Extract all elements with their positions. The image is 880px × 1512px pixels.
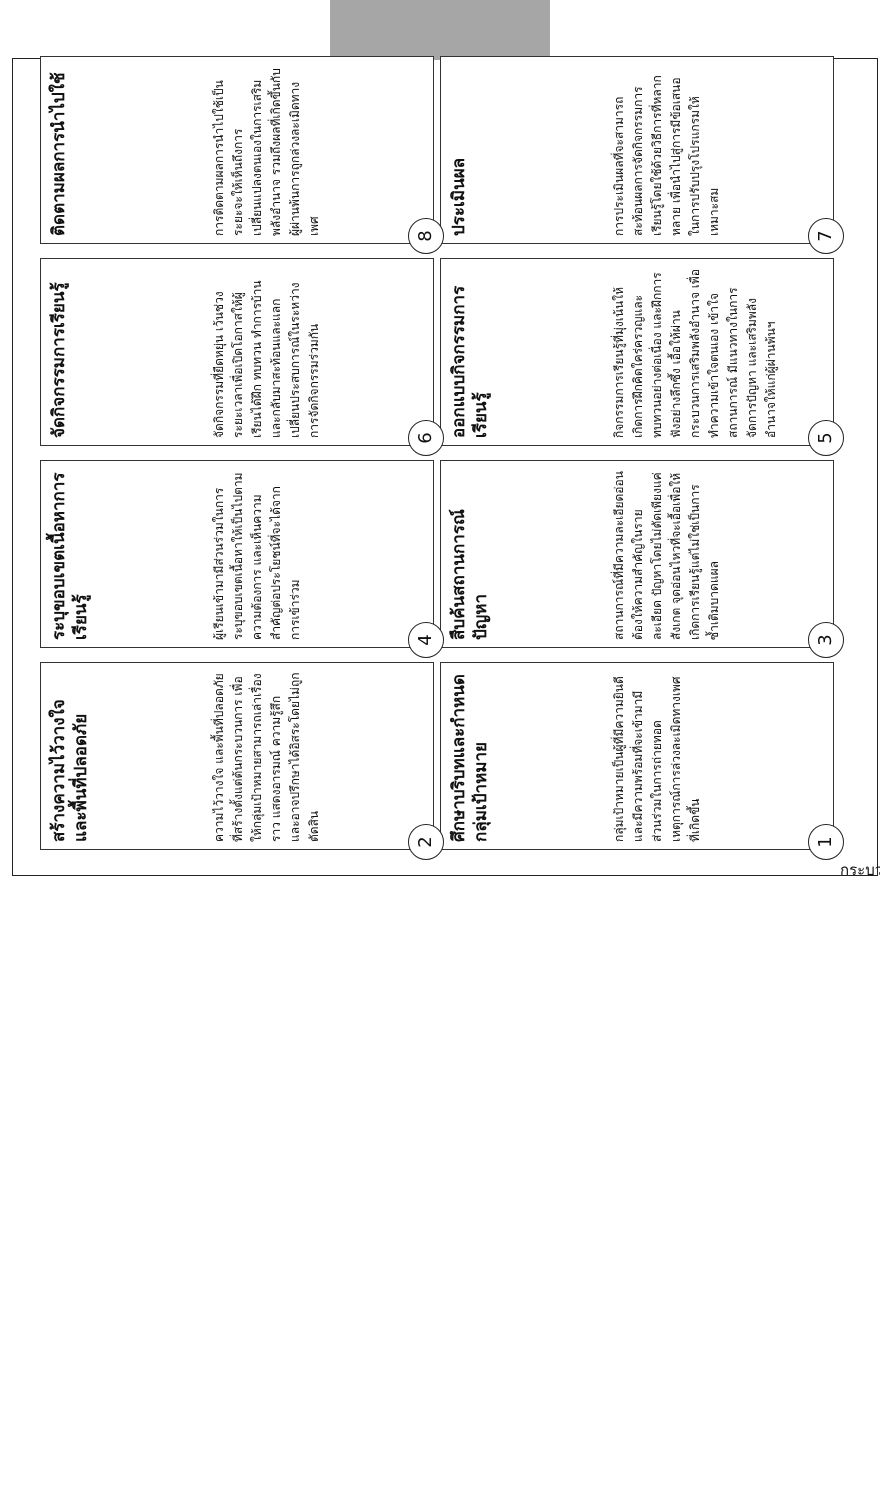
step-5-body: กิจกรรมการเรียนรู้ที่มุ่งเน้นให้เกิดการฝ… [612, 268, 778, 438]
step-7-body: การประเมินผลที่จะสามารถสะท้อนผลการจัดกิจ… [612, 75, 721, 236]
step-7-title: ประเมินผล [449, 157, 469, 236]
step-3-body: สถานการณ์ที่มีความละเอียดอ่อน ต้องให้ควา… [612, 471, 721, 640]
diagram-graphics [240, 0, 640, 60]
step-5-title: ออกแบบกิจกรรมการเรียนรู้ [449, 285, 491, 438]
step-2-number: 2 [408, 824, 444, 860]
step-4-body: ผู้เรียนเข้ามามีส่วนร่วมในการระบุขอบเขตเ… [212, 472, 302, 640]
step-6-number: 6 [408, 420, 444, 456]
step-7-number: 7 [808, 218, 844, 254]
step-3-number: 3 [808, 622, 844, 658]
step-4-title: ระบุขอบเขตเนื้อหาการเรียนรู้ [49, 472, 91, 640]
step-1-title: ศึกษาบริบทและกำหนดกลุ่มเป้าหมาย [449, 674, 491, 842]
step-1-body: กลุ่มเป้าหมายเป็นผู้ที่มีความยินดีและมีค… [612, 676, 702, 842]
step-8-body: การติดตามผลการนำไปใช้เป็นระยะจะให้เห็นถึ… [212, 68, 321, 236]
step-4-number: 4 [408, 622, 444, 658]
step-3-title: สืบค้นสถานการณ์ ปัญหา [449, 509, 491, 640]
step-6-body: จัดกิจกรรมที่ยืดหยุ่น เว้นช่วงระยะเวลาเพ… [212, 280, 321, 438]
step-8-title: ติดตามผลการนำไปใช้ [49, 72, 69, 236]
transition-arrow [240, 0, 640, 60]
step-5-number: 5 [808, 420, 844, 456]
step-8-number: 8 [408, 218, 444, 254]
step-1-number: 1 [808, 824, 844, 860]
step-6-title: จัดกิจกรรมการเรียนรู้ [49, 282, 69, 438]
rotated-diagram: กระบวนการเสริมพลังอำนาจ [12, 0, 880, 879]
step-2-body: ความไว้วางใจ และพื้นที่ปลอดภัยที่สร้างตั… [212, 672, 321, 842]
step-2-title: สร้างความไว้วางใจและพื้นที่ปลอดภัย [49, 699, 91, 842]
